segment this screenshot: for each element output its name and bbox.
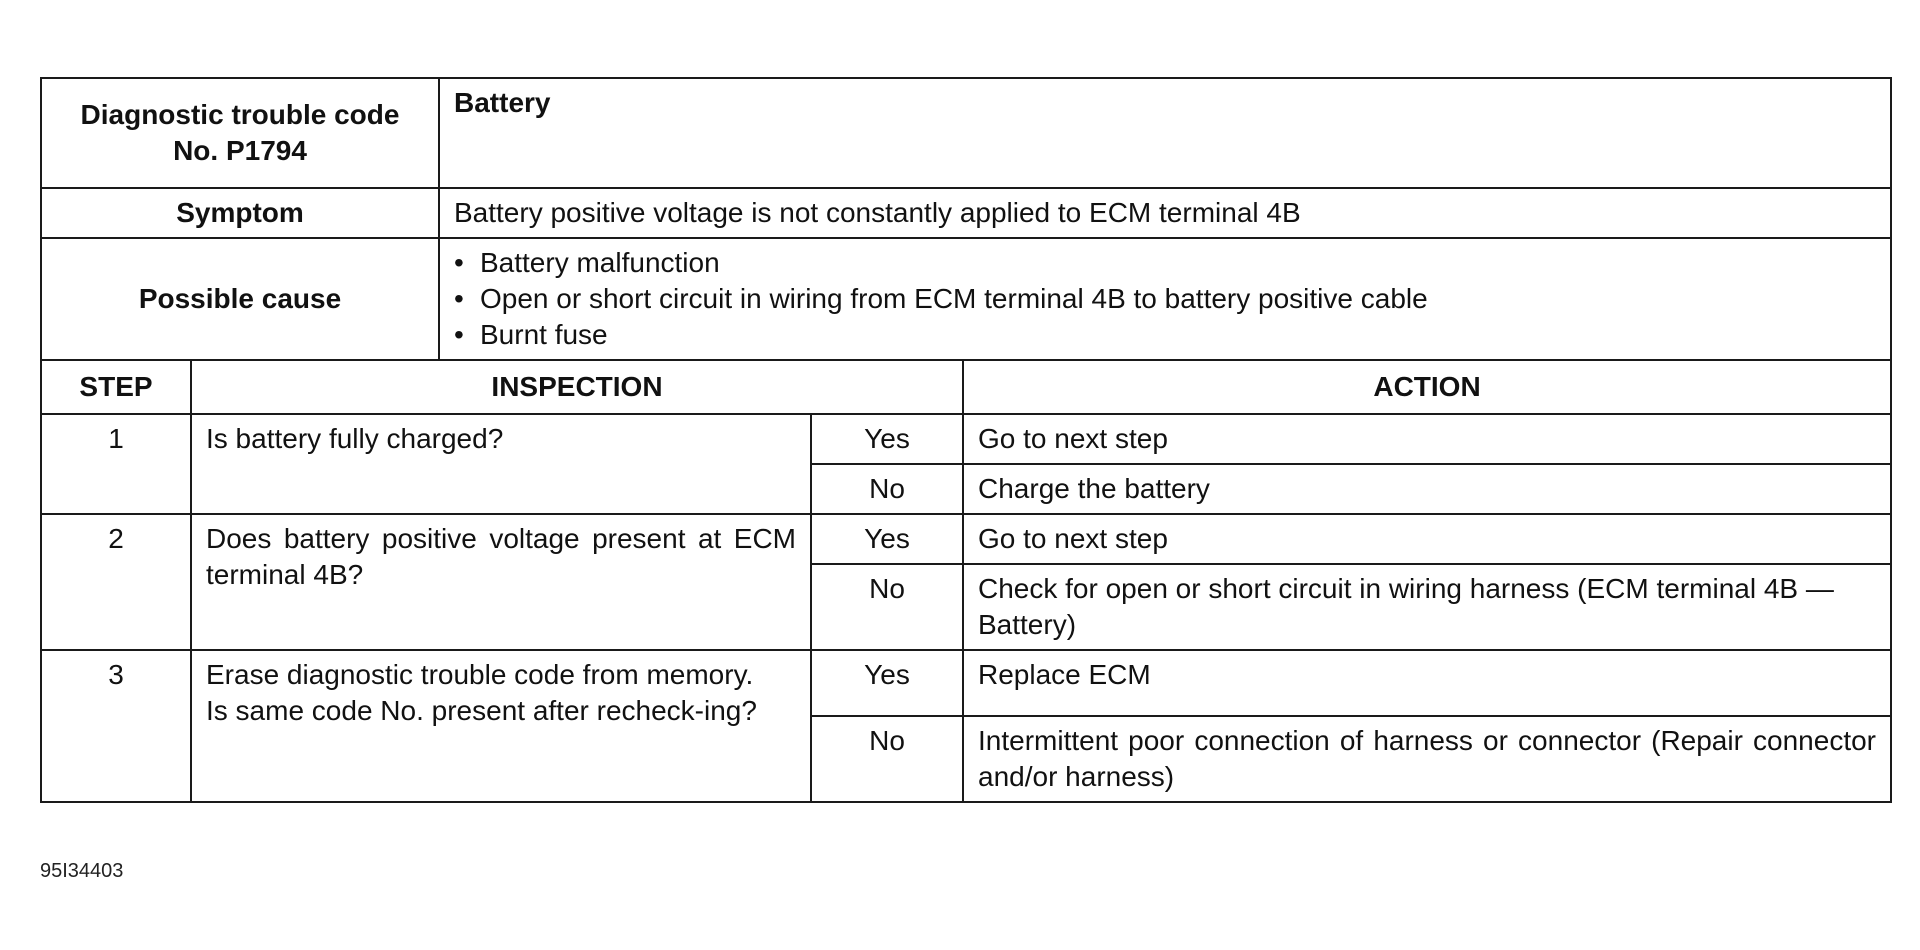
inspection-column-header: INSPECTION bbox=[190, 359, 964, 415]
no-action: Intermittent poor connection of harness … bbox=[961, 715, 1893, 803]
cause-item: Burnt fuse bbox=[454, 317, 1876, 353]
inspection-text: Is same code No. present after recheck-i… bbox=[206, 695, 757, 726]
cause-list: Battery malfunction Open or short circui… bbox=[454, 245, 1876, 353]
diagnostic-table-sheet: Diagnostic trouble code No. P1794 Batter… bbox=[40, 77, 1893, 803]
step-number: 2 bbox=[40, 513, 192, 651]
no-action: Check for open or short circuit in wirin… bbox=[961, 563, 1893, 651]
inspection-text: Does battery positive voltage present at… bbox=[190, 513, 812, 651]
step-2-no-row: No Check for open or short circuit in wi… bbox=[41, 563, 1893, 651]
inspection-text: Erase diagnostic trouble code from memor… bbox=[206, 659, 754, 690]
dtc-value: Battery bbox=[437, 77, 1893, 189]
cause-row: Possible cause Battery malfunction Open … bbox=[40, 237, 1893, 361]
inspection-text-cell: Erase diagnostic trouble code from memor… bbox=[190, 649, 812, 803]
cause-label: Possible cause bbox=[40, 237, 440, 361]
symptom-label: Symptom bbox=[40, 187, 440, 239]
yes-action: Go to next step bbox=[961, 413, 1893, 465]
figure-id: 95I34403 bbox=[40, 860, 124, 882]
yes-action: Go to next step bbox=[961, 513, 1893, 565]
yes-label: Yes bbox=[810, 513, 964, 565]
dtc-label: Diagnostic trouble code No. P1794 bbox=[40, 77, 440, 189]
yes-label: Yes bbox=[810, 649, 964, 717]
symptom-value: Battery positive voltage is not constant… bbox=[437, 187, 1893, 239]
no-label: No bbox=[810, 715, 964, 803]
action-column-header: ACTION bbox=[961, 359, 1893, 415]
step-3-yes-row: 3 Erase diagnostic trouble code from mem… bbox=[40, 649, 1893, 803]
symptom-row: Symptom Battery positive voltage is not … bbox=[40, 187, 1893, 239]
column-header-row: STEP INSPECTION ACTION bbox=[40, 359, 1893, 415]
cause-item: Battery malfunction bbox=[454, 245, 1876, 281]
diagnostic-table: Diagnostic trouble code No. P1794 Batter… bbox=[40, 77, 1893, 803]
step-1-no-row: No Charge the battery bbox=[41, 463, 1893, 515]
step-number: 3 bbox=[40, 649, 192, 803]
inspection-text: Is battery fully charged? bbox=[190, 413, 812, 515]
step-3-no-row: No Intermittent poor connection of harne… bbox=[41, 715, 1893, 803]
step-column-header: STEP bbox=[40, 359, 192, 415]
no-label: No bbox=[810, 563, 964, 651]
yes-label: Yes bbox=[810, 413, 964, 465]
no-label: No bbox=[810, 463, 964, 515]
dtc-row: Diagnostic trouble code No. P1794 Batter… bbox=[40, 77, 1893, 189]
cause-item: Open or short circuit in wiring from ECM… bbox=[454, 281, 1876, 317]
step-1-yes-row: 1 Is battery fully charged? Yes Go to ne… bbox=[40, 413, 1893, 515]
cause-list-cell: Battery malfunction Open or short circui… bbox=[437, 237, 1893, 361]
yes-action: Replace ECM bbox=[961, 649, 1893, 717]
no-action: Charge the battery bbox=[961, 463, 1893, 515]
step-2-yes-row: 2 Does battery positive voltage present … bbox=[40, 513, 1893, 651]
step-number: 1 bbox=[40, 413, 192, 515]
